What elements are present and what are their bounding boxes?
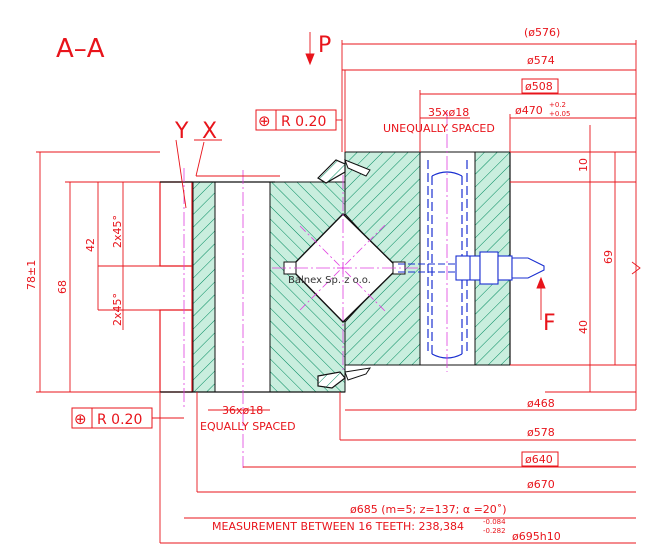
chamfer-bottom: 2x45° <box>111 293 124 326</box>
dim-d574: ø574 <box>527 54 555 67</box>
section-title: A–A <box>56 34 105 64</box>
dim-d508-frame <box>521 78 559 94</box>
height-total: 78±1 <box>25 260 38 290</box>
tolerance-value: R 0.20 <box>97 412 142 428</box>
lubrication-nipple <box>398 251 545 285</box>
flank-label-x: X <box>202 119 217 144</box>
hole-pattern-bottom: 36xø18 <box>222 404 263 417</box>
tolerance-value: R 0.20 <box>281 114 326 130</box>
dim-d576: (ø576) <box>524 26 560 39</box>
dim-d468: ø468 <box>527 397 555 410</box>
dim-d508: ø508 <box>525 80 553 93</box>
dim-d470-lower: +0.05 <box>549 110 570 118</box>
watermark: Balnex Sp. z o.o. <box>288 275 371 286</box>
dim-d640-frame <box>521 451 559 467</box>
flank-label-y: Y <box>174 119 189 144</box>
position-symbol-icon: ⊕ <box>258 112 271 130</box>
height-69: 69 <box>602 250 615 264</box>
dim-d640: ø640 <box>525 453 553 466</box>
center-lines <box>183 112 448 468</box>
height-68: 68 <box>56 280 69 294</box>
height-10: 10 <box>577 158 590 172</box>
height-42: 42 <box>84 238 97 252</box>
hole-pattern-top: 35xø18 <box>428 106 469 119</box>
dim-d670: ø670 <box>527 478 555 491</box>
dim-measurement-upper: -0.084 <box>483 518 506 526</box>
hole-note-bottom: EQUALLY SPACED <box>200 420 296 433</box>
dim-d578: ø578 <box>527 426 555 439</box>
force-label: F <box>543 311 556 336</box>
position-symbol-icon: ⊕ <box>74 410 87 428</box>
dim-d470-upper: +0.2 <box>549 101 566 109</box>
dim-d470: ø470 <box>515 104 543 117</box>
tolerance-frame-top: ⊕ R 0.20 <box>255 109 337 131</box>
dim-measurement-lower: -0.282 <box>483 527 506 535</box>
seals <box>317 159 372 389</box>
chamfer-top: 2x45° <box>111 215 124 248</box>
height-40: 40 <box>577 320 590 334</box>
dim-measurement: MEASUREMENT BETWEEN 16 TEETH: 238,384 <box>212 520 464 533</box>
view-arrow-label: P <box>318 33 331 58</box>
dimension-lines <box>36 32 641 544</box>
dim-d685: ø685 (m=5; z=137; α =20˚) <box>350 503 507 516</box>
dim-d695: ø695h10 <box>512 530 561 543</box>
hole-note-top: UNEQUALLY SPACED <box>383 122 495 135</box>
tolerance-frame-bottom: ⊕ R 0.20 <box>71 407 153 429</box>
